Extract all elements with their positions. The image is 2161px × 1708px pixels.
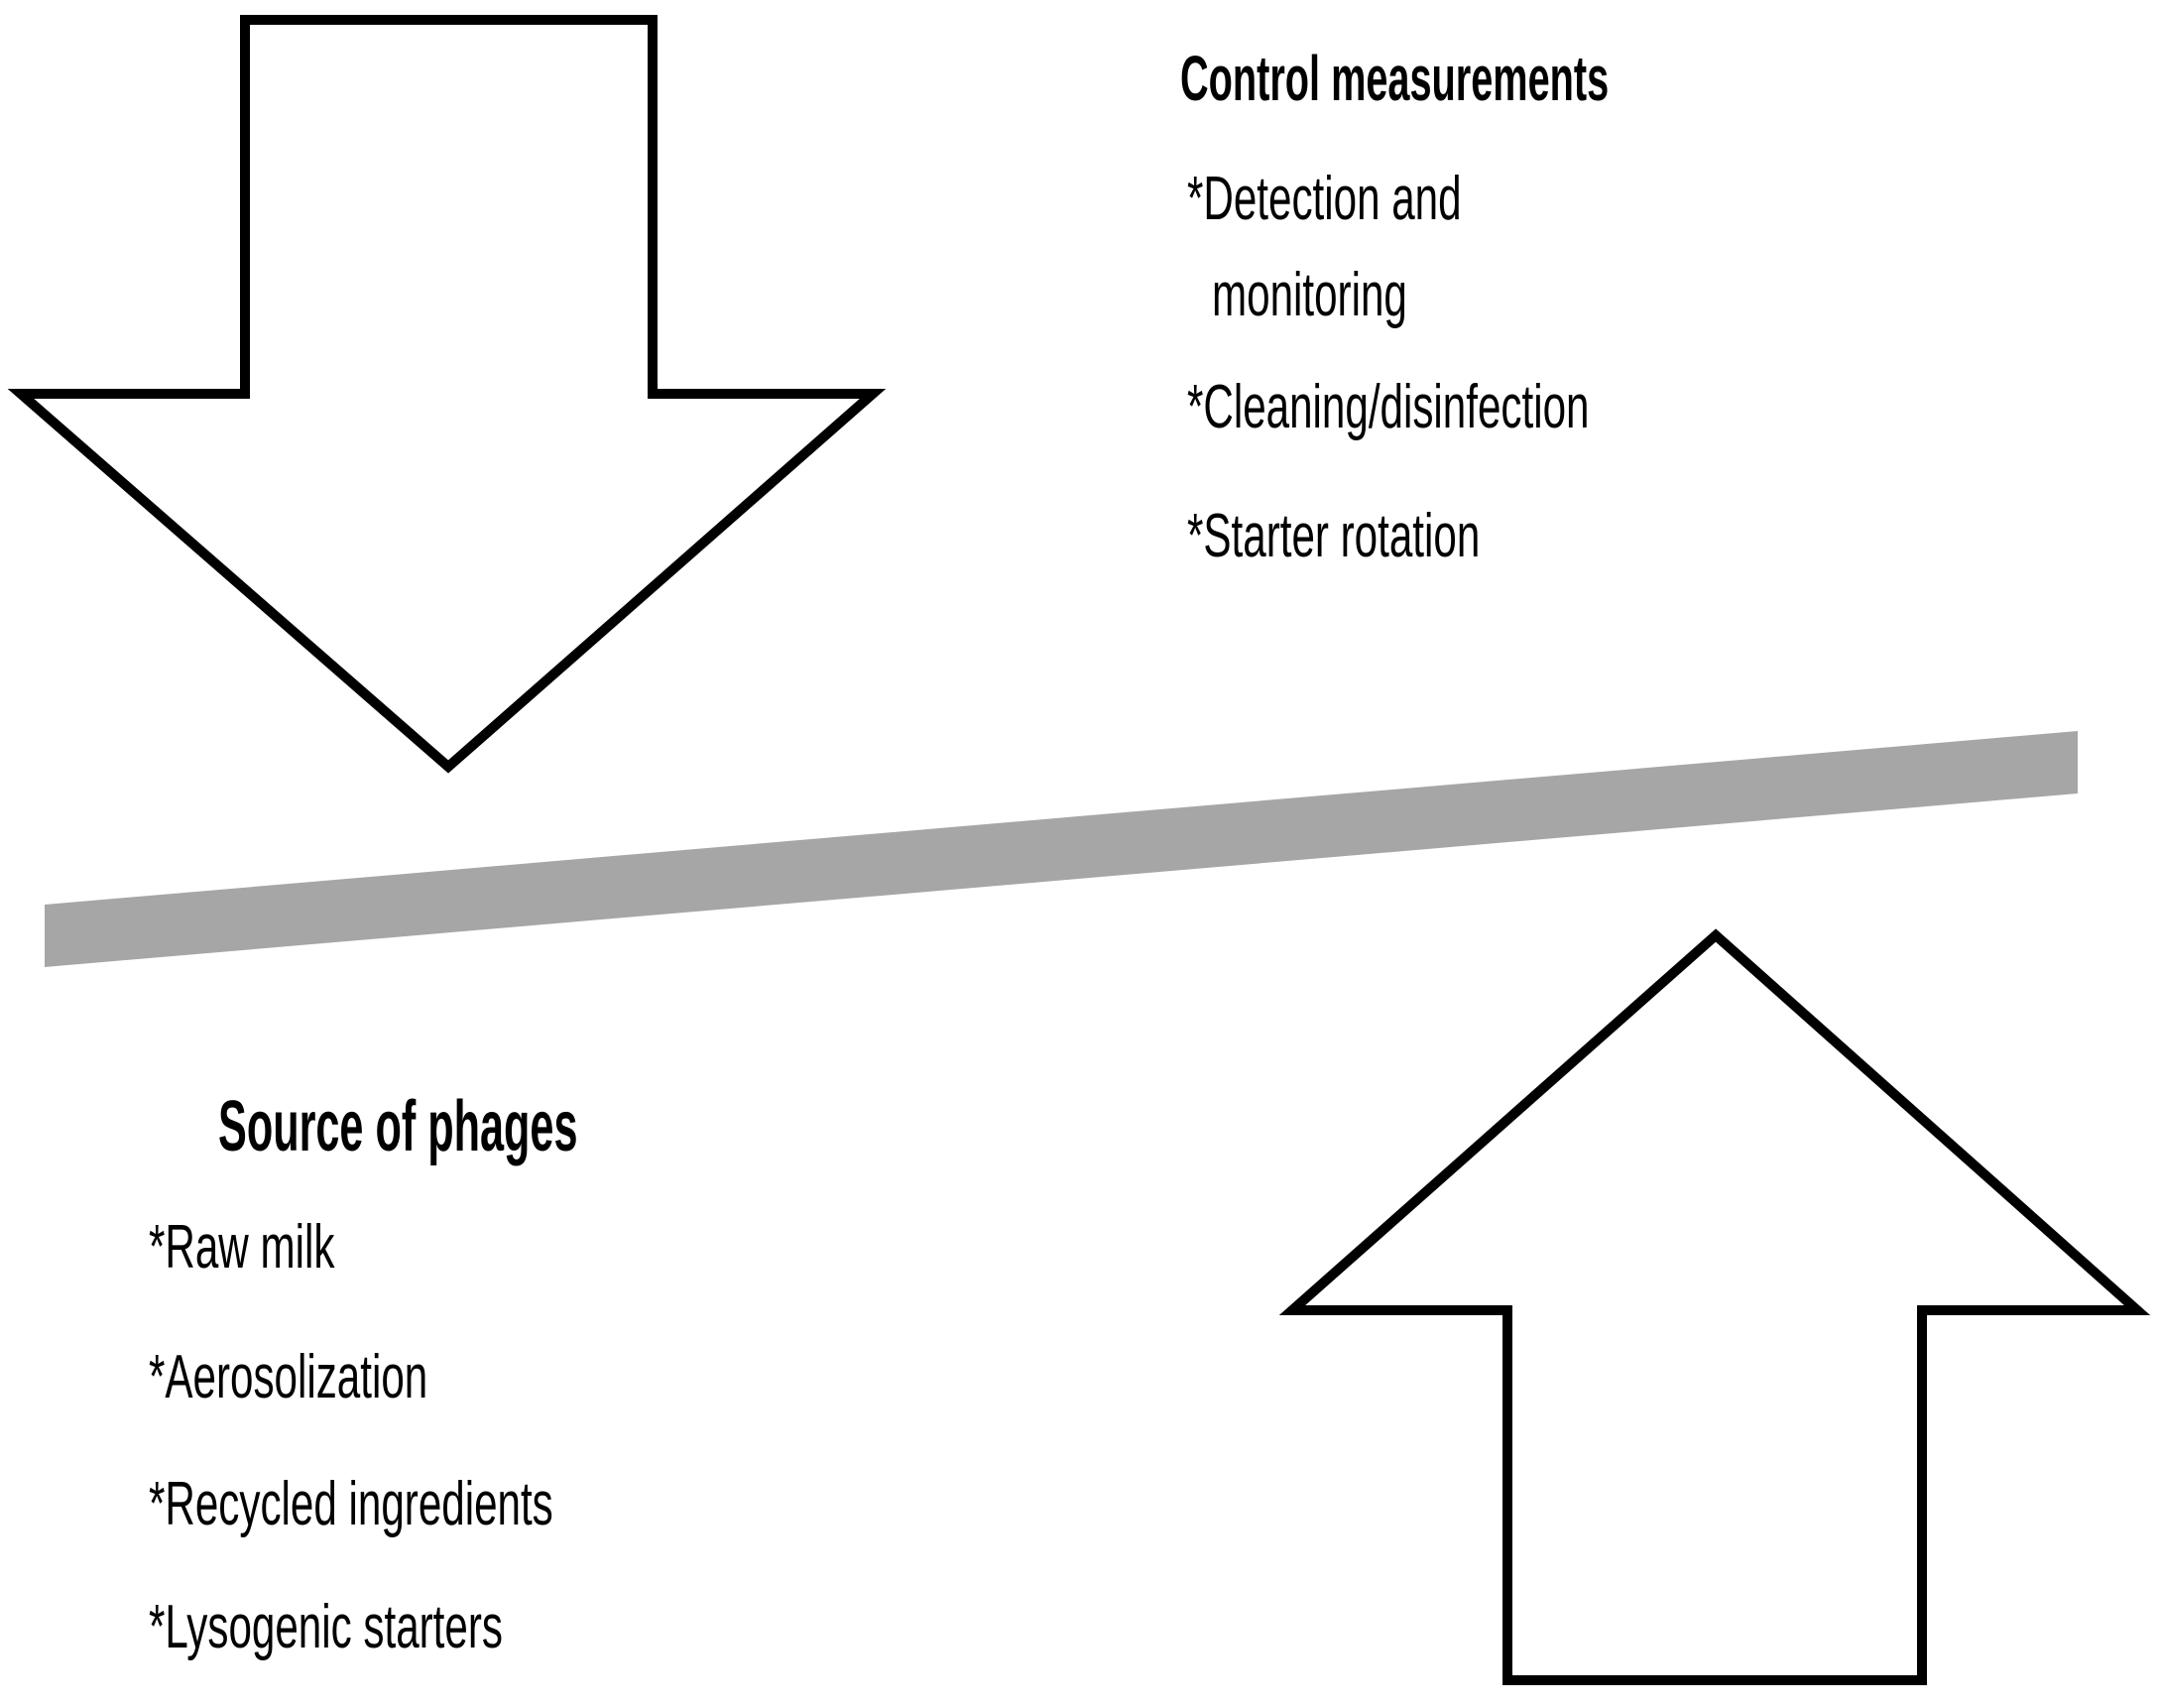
source-of-phages-heading: Source of phages: [218, 1087, 578, 1166]
source-item-recycled-ingredients: *Recycled ingredients: [149, 1470, 553, 1538]
balance-beam-bar: [45, 731, 2078, 967]
control-item-detection-wrap: monitoring: [1212, 261, 1407, 329]
source-item-aerosolization: *Aerosolization: [149, 1343, 428, 1411]
control-item-detection: *Detection and: [1187, 165, 1462, 233]
up-arrow-icon: [1278, 928, 2151, 1685]
source-item-lysogenic-starters: *Lysogenic starters: [149, 1593, 503, 1661]
control-item-cleaning: *Cleaning/disinfection: [1187, 373, 1590, 441]
control-item-starter-rotation: *Starter rotation: [1187, 502, 1481, 570]
down-arrow-icon: [7, 15, 887, 774]
source-item-raw-milk: *Raw milk: [149, 1213, 335, 1281]
control-measurements-heading: Control measurements: [1180, 43, 1610, 114]
